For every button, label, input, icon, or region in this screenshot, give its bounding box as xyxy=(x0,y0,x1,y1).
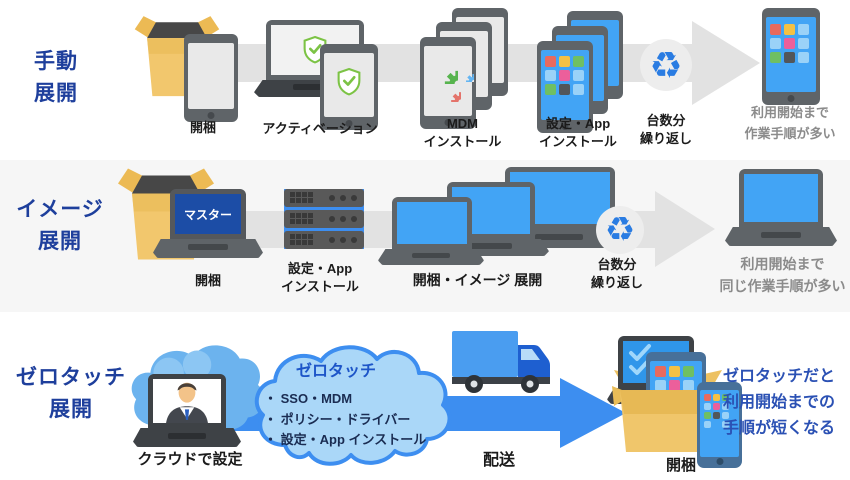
cloud-bullet-item: ・ SSO・MDM xyxy=(264,391,353,406)
delivery-truck-icon xyxy=(452,331,550,393)
laptop-base xyxy=(725,227,837,246)
home-button-icon xyxy=(345,120,353,127)
home-button-icon xyxy=(444,119,452,126)
phone-apps-icon xyxy=(697,382,742,468)
gear-icon xyxy=(440,81,461,102)
manual-step-mdm-label: MDM インストール xyxy=(423,116,502,149)
manual-result-text: 利用開始まで 作業手順が多い xyxy=(744,105,836,141)
row-label-image: イメージ 展開 xyxy=(16,198,104,253)
image-step-unbox-label: 開梱 xyxy=(194,273,221,288)
zerotouch-step-cloud-config-label: クラウドで設定 xyxy=(137,451,243,468)
laptop-base xyxy=(153,239,263,258)
recycle-icon: ♻ xyxy=(649,43,683,87)
gear-icon xyxy=(430,56,458,84)
recycle-circle: ♻ xyxy=(640,39,692,91)
manual-step-repeat-label: 台数分 繰り返し xyxy=(639,113,692,146)
check-marks-icon xyxy=(629,344,651,375)
manual-step-unbox-label: 開梱 xyxy=(189,120,216,135)
image-step-app-label: 設定・App インストール xyxy=(281,261,359,294)
manual-step-app-label: 設定・App インストール xyxy=(539,116,617,149)
row-label-manual-line1: 手動 xyxy=(34,50,78,73)
zerotouch-step-delivery-label: 配送 xyxy=(482,452,515,469)
home-button-icon xyxy=(207,112,215,119)
laptop-blue-icon xyxy=(392,197,472,249)
laptop-base xyxy=(133,428,241,447)
app-grid-icon xyxy=(770,24,809,63)
row-label-zerotouch: ゼロタッチ 展開 xyxy=(16,366,126,421)
home-button-icon xyxy=(787,95,795,102)
laptop-result-icon xyxy=(739,169,823,227)
cloud-bullet-item: ・ 設定・App インストール xyxy=(264,432,427,448)
zerotouch-cloud-icon xyxy=(254,345,452,466)
image-step-deploy-label: 開梱・イメージ 展開 xyxy=(412,272,543,288)
cloud-title: ゼロタッチ xyxy=(295,363,376,380)
manual-step-activation-label: アクティベーション xyxy=(262,121,378,136)
row-label-manual-line2: 展開 xyxy=(34,81,78,105)
recycle-circle: ♻ xyxy=(596,206,644,254)
row-label-manual: 手動 展開 xyxy=(8,46,104,109)
shield-check-icon xyxy=(336,68,362,96)
laptop-base xyxy=(378,249,484,265)
person-avatar-icon xyxy=(166,382,208,423)
home-button-icon xyxy=(716,458,723,465)
gear-icon xyxy=(457,65,474,82)
tablet-apps-icon xyxy=(537,41,593,133)
recycle-icon: ♻ xyxy=(604,210,636,250)
video-call-laptop-icon xyxy=(148,374,226,428)
tablet-result-icon xyxy=(762,8,820,105)
image-result-text: 利用開始まで 同じ作業手順が多い xyxy=(719,256,846,294)
cloud-bullet-item: ・ ポリシー・ドライバー xyxy=(264,411,411,427)
app-grid-icon xyxy=(545,56,584,95)
cloud-bullet-list: ・ SSO・MDM ・ ポリシー・ドライバー ・ 設定・App インストール xyxy=(264,389,459,451)
master-screen-label: マスター xyxy=(183,207,232,222)
manual-flow-arrow-icon xyxy=(692,21,760,105)
home-button-icon xyxy=(561,123,569,130)
server-rack-icon xyxy=(284,189,364,249)
app-grid-icon xyxy=(704,394,729,428)
tablet-icon xyxy=(184,34,238,122)
master-laptop-icon: マスター xyxy=(170,189,246,239)
image-step-repeat-label: 台数分 繰り返し xyxy=(590,257,643,290)
zerotouch-step-unbox-label: 開梱 xyxy=(665,457,696,474)
zerotouch-result-text: ゼロタッチだと 利用開始までの 手順が短くなる xyxy=(722,368,835,437)
